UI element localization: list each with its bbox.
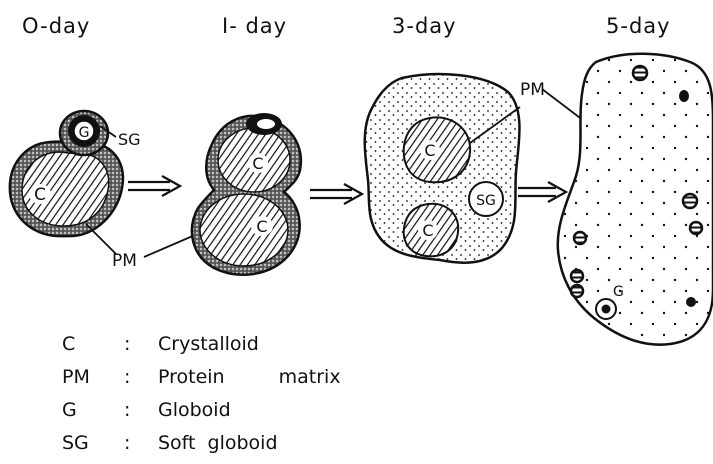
legend-abbr: C (62, 328, 124, 361)
globoid-small (574, 232, 586, 244)
label-g-5-day: G (613, 284, 624, 300)
globoid-small (571, 270, 583, 282)
legend-abbr: G (62, 394, 124, 427)
label-c-3-day-upper: C (424, 141, 435, 160)
label-g-0-day: G (79, 125, 90, 141)
protein-body-1-day: C C (192, 113, 301, 275)
pm-leader-line-0-day (86, 224, 116, 254)
label-c-1-day-upper: C (252, 154, 263, 173)
legend-row: PM : Protein matrix (62, 361, 341, 394)
label-c-0-day: C (34, 185, 46, 205)
label-pm-right: PM (520, 80, 545, 100)
arrow-3-to-5 (518, 182, 566, 202)
protein-body-3-day: C C SG (365, 74, 520, 263)
arrow-1-to-3 (310, 184, 362, 204)
label-pm-left: PM (112, 251, 137, 271)
label-sg-3-day: SG (476, 193, 496, 209)
protein-body-5-day: G (558, 54, 713, 345)
crystalloid-lower (200, 194, 288, 266)
protein-body-0-day: G C SG (10, 111, 141, 236)
globoid-small (633, 66, 647, 80)
legend-row: SG : Soft globoid (62, 427, 341, 460)
legend-definition: Protein matrix (158, 361, 341, 394)
legend-separator: : (124, 427, 158, 460)
legend-definition: Globoid (158, 394, 231, 427)
legend-row: C : Crystalloid (62, 328, 341, 361)
label-sg-0-day: SG (118, 130, 141, 149)
legend-separator: : (124, 328, 158, 361)
legend-separator: : (124, 394, 158, 427)
globoid-small (679, 90, 689, 102)
legend-row: G : Globoid (62, 394, 341, 427)
globoid-small (690, 222, 702, 234)
globoid-small (571, 285, 583, 297)
legend-separator: : (124, 361, 158, 394)
globoid-small (683, 194, 697, 208)
globoid-1-day-core (257, 119, 275, 129)
legend-abbr: PM (62, 361, 124, 394)
arrow-0-to-1 (128, 176, 180, 196)
legend: C : Crystalloid PM : Protein matrix G : … (62, 328, 341, 460)
label-c-3-day-lower: C (422, 221, 433, 240)
legend-abbr: SG (62, 427, 124, 460)
globoid-small (686, 297, 696, 307)
legend-definition: Soft globoid (158, 427, 278, 460)
label-c-1-day-lower: C (256, 217, 267, 236)
legend-definition: Crystalloid (158, 328, 259, 361)
